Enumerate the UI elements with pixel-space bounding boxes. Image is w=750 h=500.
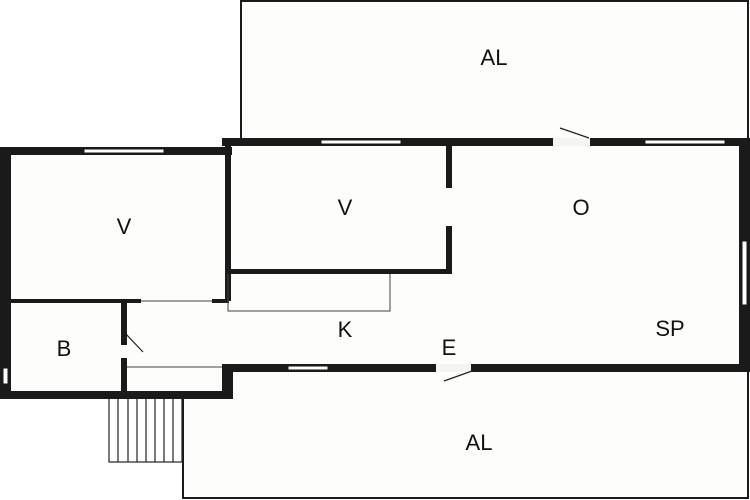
balcony-top: [240, 0, 749, 142]
room-label-sp: SP: [655, 316, 684, 341]
door-swings: [124, 127, 590, 382]
stairs: [108, 395, 183, 463]
windows: [2, 139, 748, 385]
room-label-v-mid: V: [338, 195, 353, 220]
room-label-k: K: [338, 317, 353, 342]
room-label-o: O: [572, 195, 589, 220]
room-label-b: B: [57, 336, 72, 361]
room-label-v-left: V: [117, 214, 132, 239]
room-label-e: E: [442, 335, 457, 360]
house-floor: [4, 141, 746, 395]
interior-walls: [8, 141, 452, 394]
room-label-al-bottom: AL: [466, 430, 493, 455]
thin-lines: [127, 274, 391, 368]
door-openings: [436, 138, 590, 372]
balcony-bottom: [182, 367, 749, 499]
room-label-al-top: AL: [481, 45, 508, 70]
